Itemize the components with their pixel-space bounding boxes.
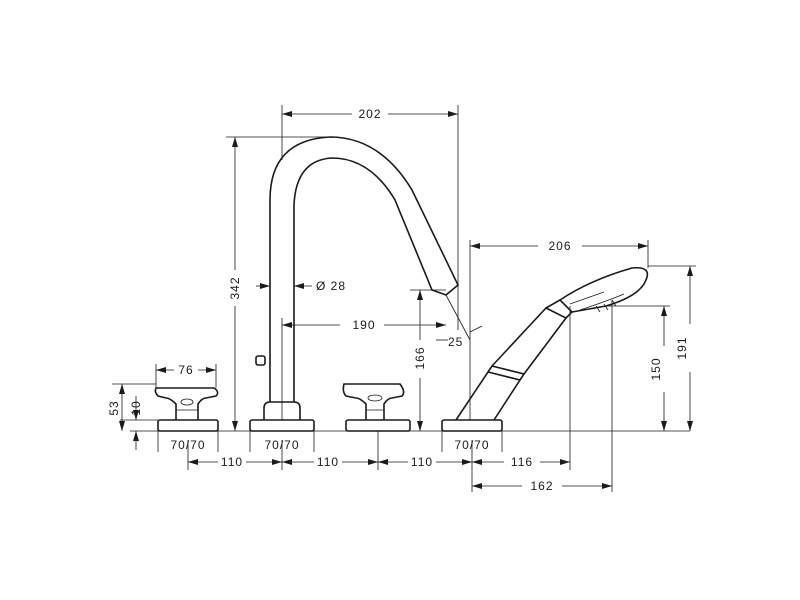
spout — [249, 136, 459, 432]
dim-53: 53 — [107, 400, 121, 415]
dim-190: 190 — [352, 318, 375, 332]
dim-76: 76 — [178, 363, 193, 377]
dim-110-3: 110 — [411, 455, 433, 469]
right-handle — [342, 383, 411, 432]
dim-base-70-1: 70/70 — [170, 438, 205, 452]
dim-342: 342 — [228, 276, 242, 299]
hand-shower — [441, 266, 649, 432]
dim-116: 116 — [511, 455, 533, 469]
left-handle — [154, 387, 219, 432]
dim-150: 150 — [649, 357, 663, 380]
dim-191: 191 — [675, 336, 689, 359]
dim-110-2: 110 — [317, 455, 339, 469]
dim-base-70-2: 70/70 — [264, 438, 299, 452]
dim-110-1: 110 — [221, 455, 243, 469]
dim-10: 10 — [129, 400, 143, 415]
dim-202: 202 — [358, 107, 381, 121]
dim-206: 206 — [548, 239, 571, 253]
dim-25: 25 — [448, 335, 463, 349]
dim-diameter-28: Ø 28 — [316, 279, 346, 293]
dim-166: 166 — [413, 346, 427, 369]
dim-base-70-3: 70/70 — [454, 438, 489, 452]
dim-162: 162 — [530, 479, 553, 493]
